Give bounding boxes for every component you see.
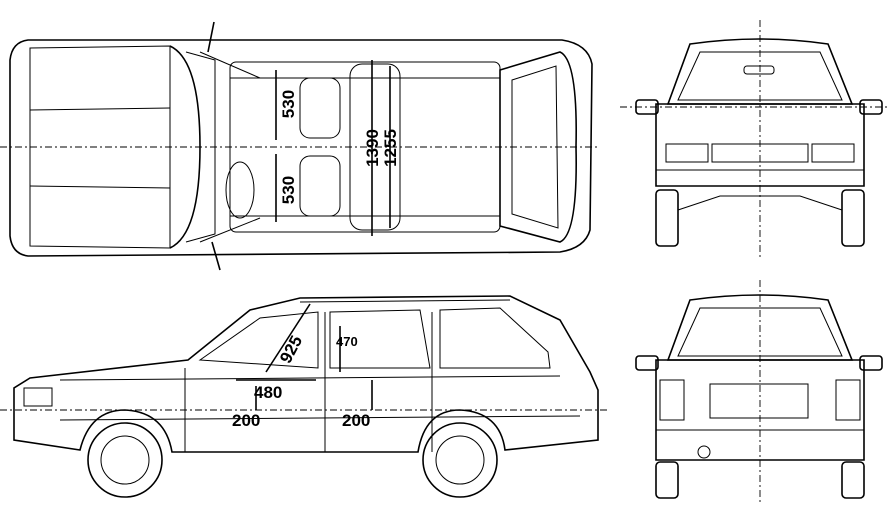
headroom-label: 925 xyxy=(276,332,306,366)
front-legroom-label: 480 xyxy=(254,383,282,402)
interior-width-label: 1390 xyxy=(363,129,382,167)
seat-width-front-label: 530 xyxy=(279,90,298,118)
front-seat-height-label: 200 xyxy=(232,411,260,430)
rear-seat-height-label: 200 xyxy=(342,411,370,430)
top-view xyxy=(0,21,600,271)
seat-width-rear-label: 530 xyxy=(279,176,298,204)
cargo-width-label: 1255 xyxy=(381,129,400,167)
front-view xyxy=(620,20,888,260)
rear-view xyxy=(635,280,883,505)
side-view xyxy=(0,295,610,498)
rear-headroom-label: 470 xyxy=(336,334,358,349)
